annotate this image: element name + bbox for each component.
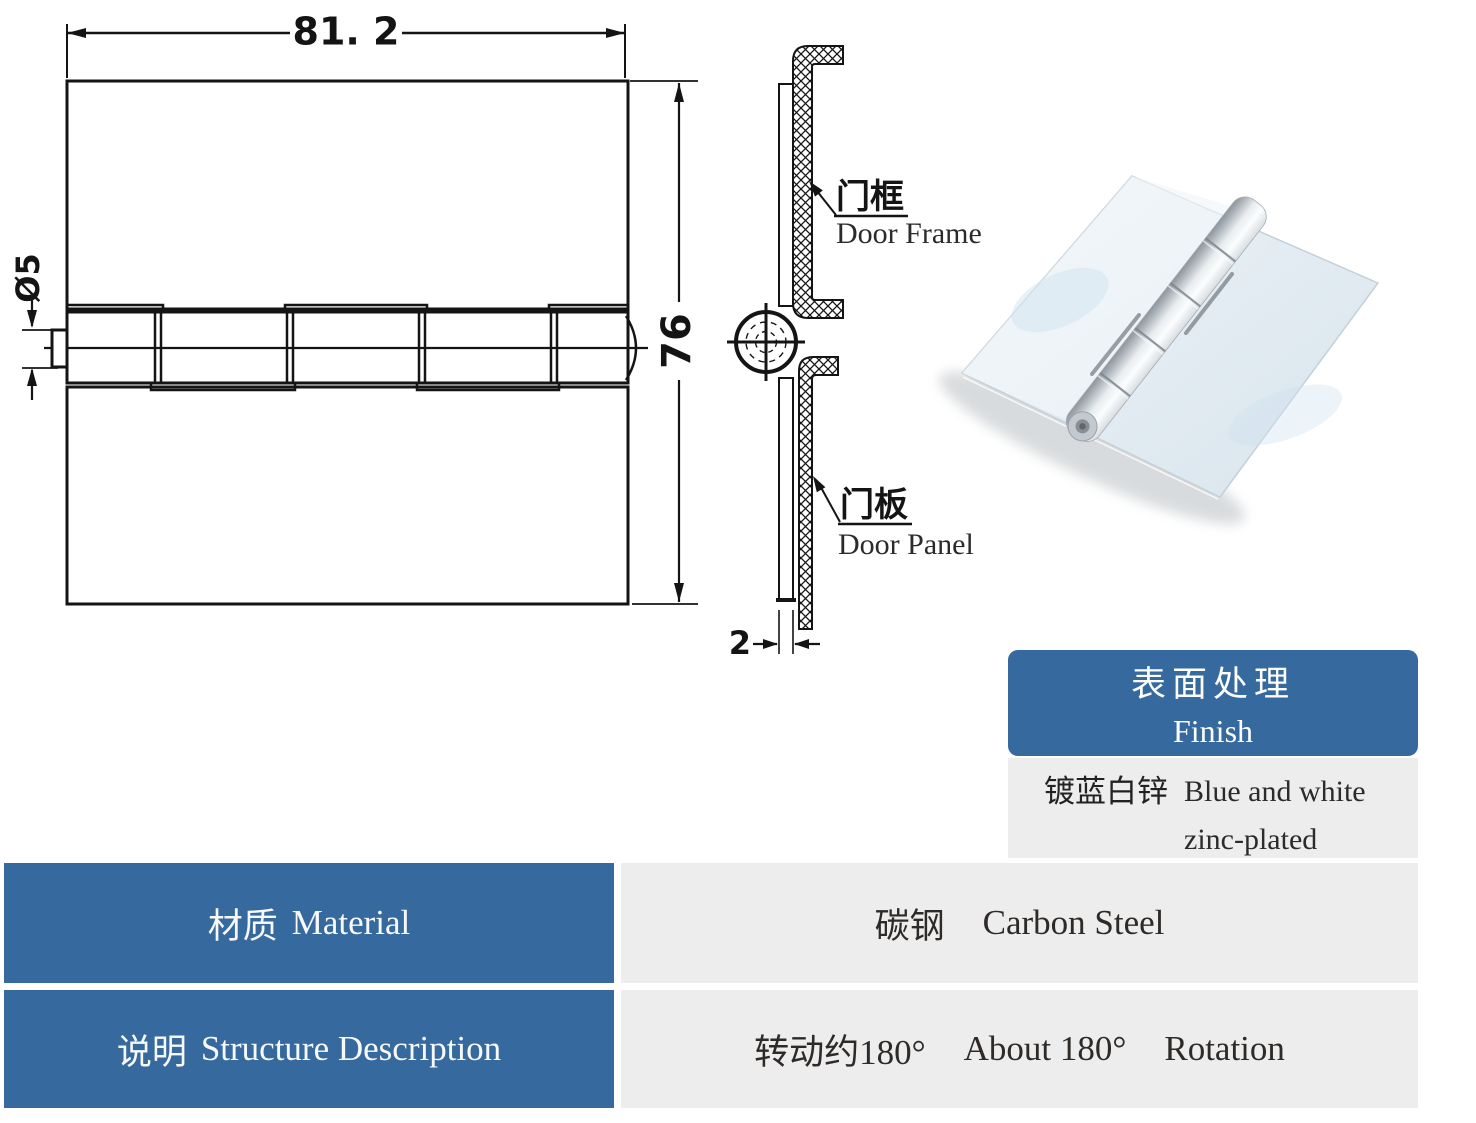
photo-shadow [939, 371, 1245, 525]
door-frame-label-cn: 门框 [836, 178, 904, 216]
finish-value-en: Blue and white zinc-plated [1184, 768, 1366, 864]
spec-row-description: 说明 Structure Description 转动约180° About 1… [4, 990, 1418, 1108]
pin-diameter-dimension: Ø5 [9, 253, 47, 302]
side-view-drawing: 2 门框 Door Frame 门板 Door Panel [727, 45, 982, 662]
description-value-cell: 转动约180° About 180° Rotation [621, 990, 1418, 1108]
finish-title-cn: 表面处理 [1130, 665, 1295, 704]
description-label-en: Structure Description [200, 1029, 502, 1068]
material-label-en: Material [291, 903, 411, 942]
description-label-cell: 说明 Structure Description [4, 990, 614, 1108]
material-label-cn: 材质 [207, 906, 278, 946]
door-panel-label-cn: 门板 [840, 486, 908, 524]
material-value-cn: 碳钢 [874, 906, 945, 946]
finish-body: 镀蓝白锌 Blue and white zinc-plated [1008, 758, 1418, 858]
finish-value-en-line2: zinc-plated [1184, 823, 1318, 856]
height-dimension: 76 [654, 313, 700, 369]
description-label-cn: 说明 [116, 1032, 187, 1072]
finish-value-cn: 镀蓝白锌 [1044, 774, 1168, 809]
hinge-barrel [1065, 196, 1267, 442]
description-value-en: About 180° [963, 1029, 1127, 1068]
product-photo [939, 175, 1380, 525]
description-value-extra: Rotation [1164, 1029, 1285, 1068]
finish-value-en-line1: Blue and white [1184, 775, 1366, 808]
spec-row-material: 材质 Material 碳钢 Carbon Steel [4, 863, 1418, 983]
door-panel-label-en: Door Panel [838, 528, 974, 561]
finish-panel: 表面处理 Finish 镀蓝白锌 Blue and white zinc-pla… [1008, 650, 1418, 858]
material-value-en: Carbon Steel [982, 903, 1165, 942]
spec-table: 材质 Material 碳钢 Carbon Steel 说明 Structure… [4, 863, 1418, 1108]
thickness-dimension: 2 [729, 624, 751, 662]
door-panel-section [798, 356, 839, 630]
material-value-cell: 碳钢 Carbon Steel [621, 863, 1418, 983]
finish-header: 表面处理 Finish [1008, 650, 1418, 756]
description-value-cn: 转动约180° [754, 1032, 926, 1072]
door-frame-label-en: Door Frame [836, 217, 982, 250]
width-dimension: 81. 2 [293, 10, 400, 54]
material-label-cell: 材质 Material [4, 863, 614, 983]
front-view-drawing: 81. 2 76 Ø5 [9, 10, 700, 606]
finish-title-en: Finish [1172, 713, 1254, 749]
door-frame-section [792, 45, 844, 319]
